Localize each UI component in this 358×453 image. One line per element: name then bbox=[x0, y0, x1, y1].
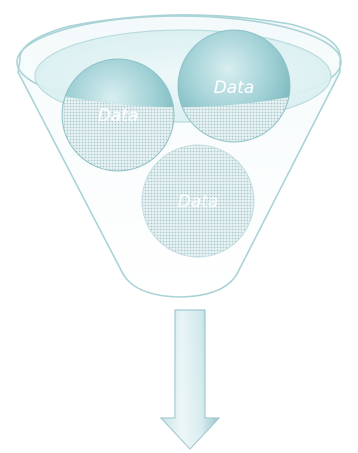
data-ball-left: Data bbox=[61, 58, 175, 172]
down-arrow-icon bbox=[159, 309, 221, 450]
data-ball-bottom: Data bbox=[141, 144, 255, 258]
data-ball-right: Data bbox=[177, 29, 291, 143]
data-ball-right-label: Data bbox=[214, 78, 255, 98]
data-ball-bottom-label: Data bbox=[178, 192, 219, 212]
data-ball-left-label: Data bbox=[98, 106, 139, 126]
